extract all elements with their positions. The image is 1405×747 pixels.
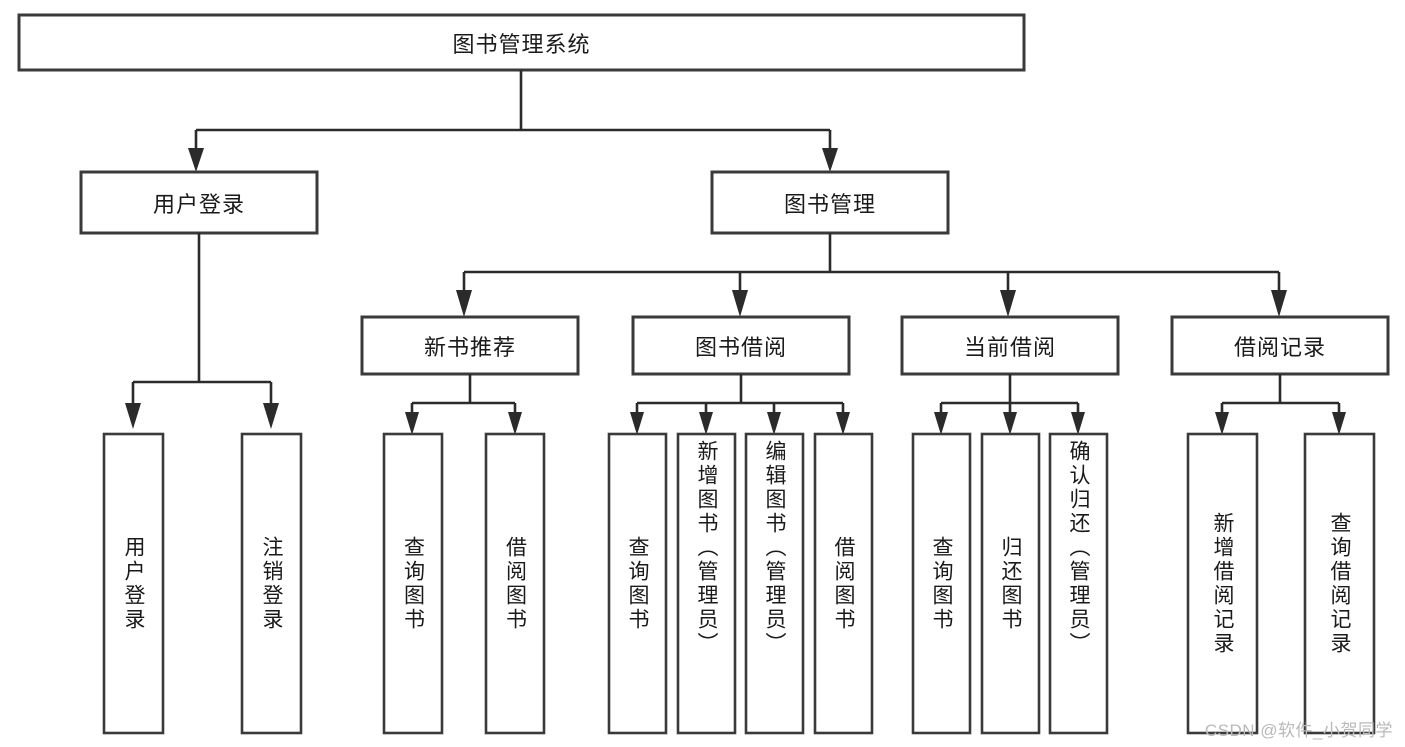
leaf-current-borrow-3-box[interactable] xyxy=(1048,432,1109,735)
node-user-login-box[interactable] xyxy=(79,170,319,235)
leaf-borrow-records-1-box[interactable] xyxy=(1186,432,1259,735)
leaf-user-login-2-box[interactable] xyxy=(240,432,303,735)
leaf-current-borrow-2-box[interactable] xyxy=(980,432,1041,735)
arrow-book-borrow-leaf1-icon xyxy=(630,412,644,435)
leaf-book-borrow-3-box[interactable] xyxy=(744,432,805,735)
arrow-current-borrow-leaf3-icon xyxy=(1071,412,1085,435)
arrow-level3-4-icon xyxy=(1271,290,1287,317)
node-current-borrow-box[interactable] xyxy=(900,315,1120,376)
arrow-to-book-manage-icon xyxy=(822,148,838,172)
arrow-user-login-leaf1-icon xyxy=(125,403,141,429)
arrow-borrow-records-leaf1-icon xyxy=(1215,412,1229,435)
arrow-current-borrow-leaf1-icon xyxy=(934,412,948,435)
arrow-new-books-leaf2-icon xyxy=(508,412,522,435)
arrow-level3-3-icon xyxy=(1000,290,1016,317)
arrow-to-user-login-icon xyxy=(188,148,204,172)
leaf-borrow-records-2-box[interactable] xyxy=(1303,432,1376,735)
arrow-new-books-leaf1-icon xyxy=(405,412,419,435)
node-book-manage-box[interactable] xyxy=(710,170,950,235)
csdn-watermark: CSDN @软件_小贺同学 xyxy=(1204,721,1393,740)
arrow-borrow-records-leaf2-icon xyxy=(1332,412,1346,435)
node-root-box[interactable] xyxy=(17,13,1026,72)
leaf-user-login-1-box[interactable] xyxy=(102,432,165,735)
arrow-user-login-leaf2-icon xyxy=(263,403,279,429)
leaf-new-books-1-box[interactable] xyxy=(382,432,444,735)
arrow-book-borrow-leaf4-icon xyxy=(836,412,850,435)
node-new-books-box[interactable] xyxy=(360,315,580,376)
node-book-borrow-box[interactable] xyxy=(631,315,851,376)
arrow-level3-1-icon xyxy=(456,290,472,317)
leaf-new-books-2-box[interactable] xyxy=(484,432,546,735)
arrow-level3-2-icon xyxy=(732,290,748,317)
leaf-book-borrow-2-box[interactable] xyxy=(676,432,737,735)
leaf-book-borrow-4-box[interactable] xyxy=(813,432,874,735)
leaf-book-borrow-1-box[interactable] xyxy=(607,432,668,735)
arrow-book-borrow-leaf3-icon xyxy=(767,412,781,435)
arrow-current-borrow-leaf2-icon xyxy=(1003,412,1017,435)
node-borrow-records-box[interactable] xyxy=(1170,315,1390,376)
arrow-book-borrow-leaf2-icon xyxy=(699,412,713,435)
leaf-current-borrow-1-box[interactable] xyxy=(911,432,972,735)
